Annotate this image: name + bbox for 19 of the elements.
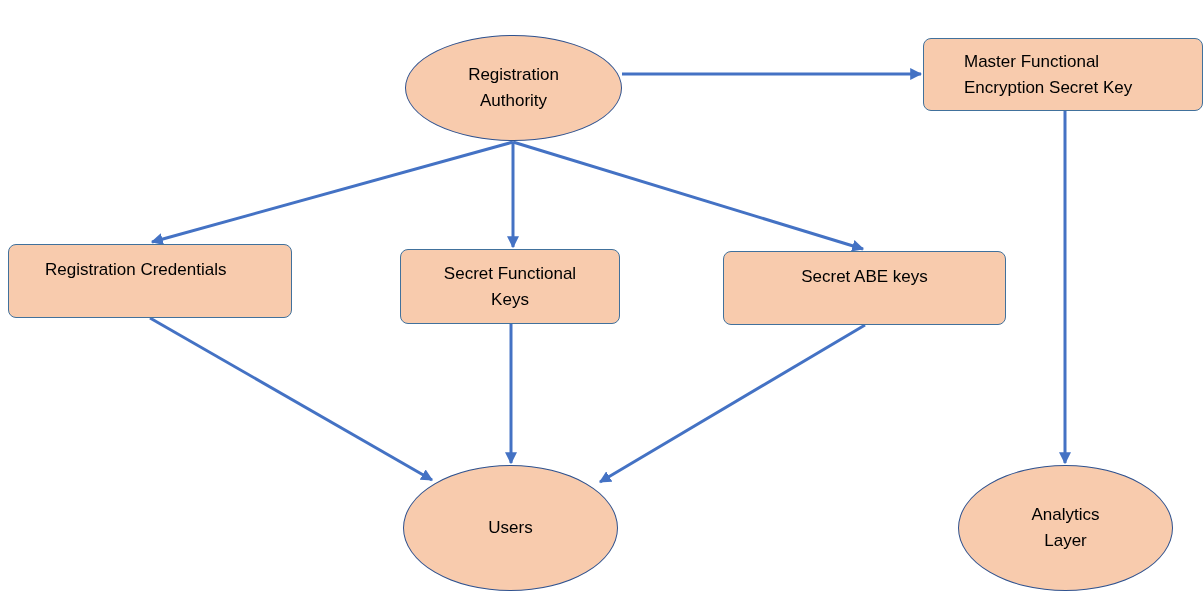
process-box	[8, 244, 292, 318]
arrow	[507, 142, 519, 249]
node-label: Registration Authority	[467, 64, 560, 112]
process-box	[923, 38, 1203, 111]
arrow	[1059, 111, 1071, 465]
node-label: Registration Credentials	[45, 259, 228, 281]
node-label: Users	[487, 517, 534, 539]
node-label: Analytics Layer	[1030, 504, 1101, 552]
node-label: Secret Functional Keys	[442, 262, 578, 311]
arrow	[622, 68, 923, 80]
node-label: Secret ABE keys	[800, 266, 929, 288]
arrow	[149, 316, 434, 482]
arrow	[598, 323, 866, 484]
process-box	[723, 251, 1006, 325]
arrow	[512, 140, 865, 252]
process-box	[400, 249, 620, 324]
arrow	[505, 324, 517, 465]
arrow	[150, 140, 514, 245]
node-label: Master Functional Encryption Secret Key	[964, 50, 1134, 99]
